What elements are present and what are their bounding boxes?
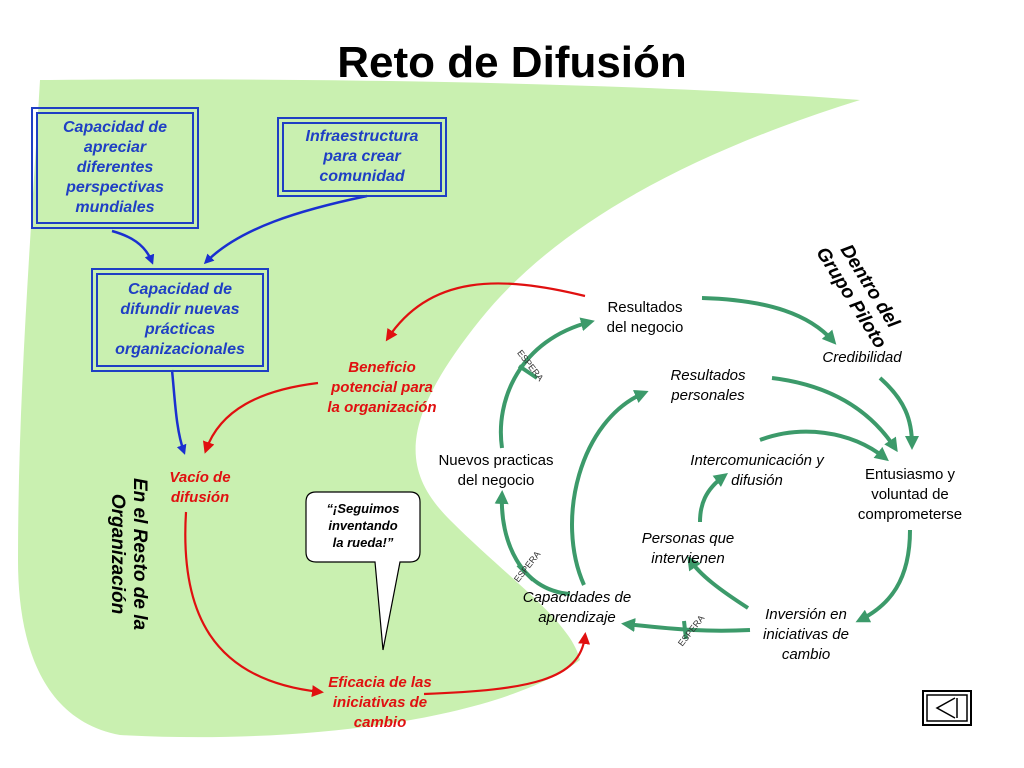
arrow-learning-to-personal <box>570 390 649 586</box>
arrow-credibility-to-enthusiasm <box>878 376 919 450</box>
callout-bubble <box>305 491 421 651</box>
arrow-personal-to-enthusiasm <box>771 376 898 453</box>
arrow-results-to-credibility <box>701 296 837 345</box>
arrow-results-to-benefit <box>385 282 586 342</box>
arrow-efficacy-to-learning <box>423 632 591 696</box>
arrow-benefit-to-gap <box>202 381 319 454</box>
page-title: Reto de Difusión <box>337 38 687 87</box>
arrow-people-to-intercom <box>698 473 729 523</box>
play-back-icon[interactable] <box>922 690 972 726</box>
label-credibility: Credibilidad <box>822 349 902 366</box>
delay-bar-3 <box>682 620 688 640</box>
arrow-infra-to-diffuse <box>203 194 368 265</box>
arrow-learning-to-newpractices <box>494 490 571 596</box>
delay-bar-1 <box>517 364 539 380</box>
arrow-diffuse-to-gap <box>170 369 187 455</box>
delay-bar-2 <box>516 563 535 582</box>
arrow-newpractices-to-results <box>498 317 595 449</box>
arrow-investment-to-learning <box>621 618 751 633</box>
arrow-enthusiasm-to-investment <box>855 529 912 623</box>
arrow-investment-to-people <box>687 555 750 610</box>
arrow-gap-to-efficacy <box>184 511 324 698</box>
arrow-intercom-to-enthusiasm <box>759 429 889 462</box>
arrow-appreciate-to-diffuse <box>111 229 155 265</box>
